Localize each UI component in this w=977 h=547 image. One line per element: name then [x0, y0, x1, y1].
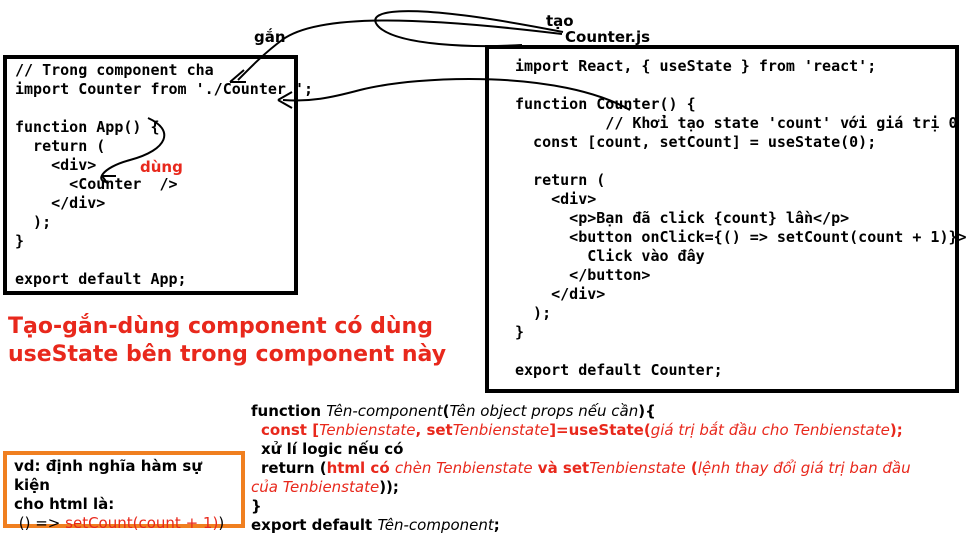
- app-code: // Trong component cha import Counter fr…: [15, 61, 313, 289]
- counter-line: <button onClick={() => setCount(count + …: [515, 228, 967, 246]
- example-line-3: () => setCount(count + 1)): [14, 514, 225, 532]
- counter-line: return (: [515, 171, 606, 189]
- arrow-dung: [100, 117, 166, 183]
- counter-line: // Khởi tạo state 'count' với giá trị 0: [515, 114, 958, 132]
- label-tao: tạo: [546, 12, 574, 30]
- counter-line: <div>: [515, 190, 597, 208]
- arrow-counter-head: [277, 91, 293, 109]
- title-line-1: Tạo-gắn-dùng component có dùng: [8, 314, 433, 339]
- counter-line: </button>: [515, 266, 651, 284]
- counter-line: </div>: [515, 285, 606, 303]
- label-gan: gắn: [254, 28, 286, 46]
- counter-line: function Counter() {: [515, 95, 696, 113]
- counter-line: Click vào đây: [515, 247, 705, 265]
- app-line: import Counter from './Counter ';: [15, 80, 314, 98]
- app-component-box: // Trong component cha import Counter fr…: [3, 55, 313, 295]
- general-line-7: export default Tên-component;: [251, 516, 500, 534]
- general-line-5: của Tenbienstate));: [251, 478, 399, 496]
- counter-line: <p>Bạn đã click {count} lần</p>: [515, 209, 850, 227]
- app-line: </div>: [15, 194, 106, 212]
- app-line: <div>: [15, 156, 97, 174]
- app-line: }: [15, 232, 25, 250]
- example-line-2: cho html là:: [14, 495, 115, 513]
- example-line-1: vd: định nghĩa hàm sự kiện: [14, 457, 203, 494]
- counter-line: }: [515, 323, 525, 341]
- general-line-4: return (html có chèn Tenbienstate và set…: [261, 459, 911, 477]
- app-line: );: [15, 213, 52, 231]
- arrow-gan: [237, 19, 563, 81]
- general-line-3: xử lí logic nếu có: [261, 440, 404, 458]
- app-line: function App() {: [15, 118, 160, 136]
- app-line: <Counter />: [15, 175, 178, 193]
- counter-line: import React, { useState } from 'react';: [515, 57, 877, 75]
- diagram-title: Tạo-gắn-dùng component có dùng useState …: [8, 313, 446, 369]
- label-dung: dùng: [140, 158, 183, 176]
- counter-line: const [count, setCount] = useState(0);: [515, 133, 877, 151]
- arrow-dung-head: [101, 175, 116, 185]
- app-line: export default App;: [15, 270, 187, 288]
- general-line-6: }: [251, 497, 262, 515]
- example-text: vd: định nghĩa hàm sự kiện cho html là: …: [8, 457, 238, 533]
- counter-line: export default Counter;: [515, 361, 723, 379]
- general-line-2: const [Tenbienstate, setTenbienstate]=us…: [261, 421, 903, 439]
- arrow-tao: [374, 10, 564, 48]
- app-line: // Trong component cha: [15, 61, 214, 79]
- example-box: [3, 451, 245, 528]
- counter-component-box: import React, { useState } from 'react';…: [485, 45, 967, 393]
- title-line-2: useState bên trong component này: [8, 342, 447, 367]
- general-line-1: function Tên-component(Tên object props …: [251, 402, 656, 420]
- arrow-gan-head: [229, 69, 246, 83]
- label-counter-file: Counter.js: [565, 28, 651, 46]
- arrow-counter-to-import: [282, 78, 631, 111]
- counter-line: );: [515, 304, 552, 322]
- app-line: return (: [15, 137, 106, 155]
- counter-code: import React, { useState } from 'react';…: [515, 57, 967, 380]
